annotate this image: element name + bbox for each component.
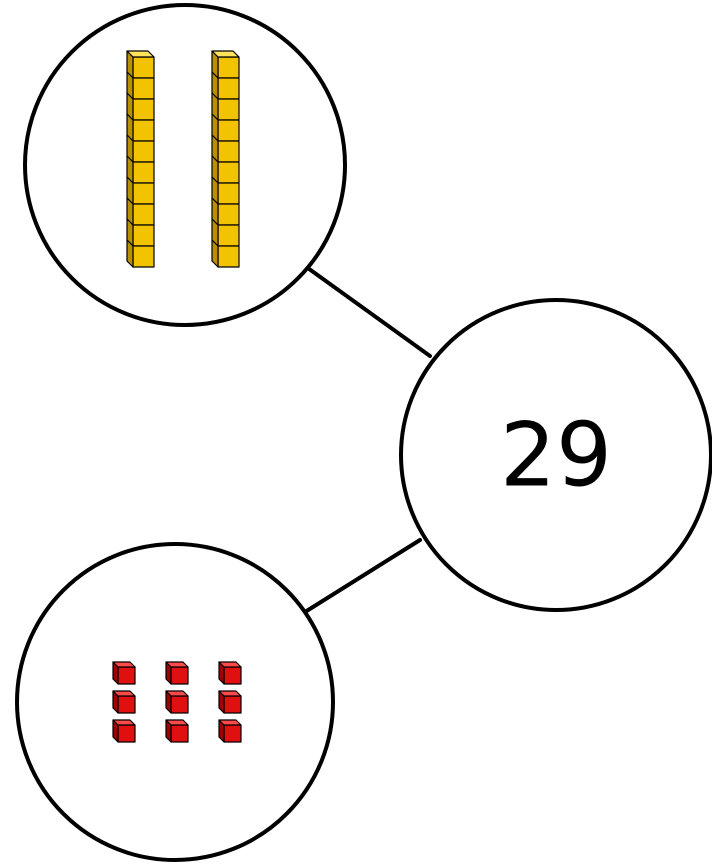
whole-value: 29 xyxy=(500,404,612,507)
unit-cube-icon xyxy=(165,690,189,714)
tens-part-circle xyxy=(23,3,347,327)
whole-circle xyxy=(399,298,712,612)
connector-tens xyxy=(303,264,432,358)
unit-cube-icon xyxy=(218,661,242,685)
unit-cube-icon xyxy=(165,661,189,685)
unit-cube-icon xyxy=(112,690,136,714)
unit-cube-icon xyxy=(165,719,189,743)
connector-ones xyxy=(303,538,422,614)
unit-cube-icon xyxy=(218,690,242,714)
ones-blocks xyxy=(112,661,242,743)
unit-cube-icon xyxy=(218,719,242,743)
ten-rod-icon xyxy=(211,50,240,268)
ten-rod-icon xyxy=(126,50,155,268)
unit-cube-icon xyxy=(112,719,136,743)
unit-cube-icon xyxy=(112,661,136,685)
tens-blocks xyxy=(126,50,240,268)
